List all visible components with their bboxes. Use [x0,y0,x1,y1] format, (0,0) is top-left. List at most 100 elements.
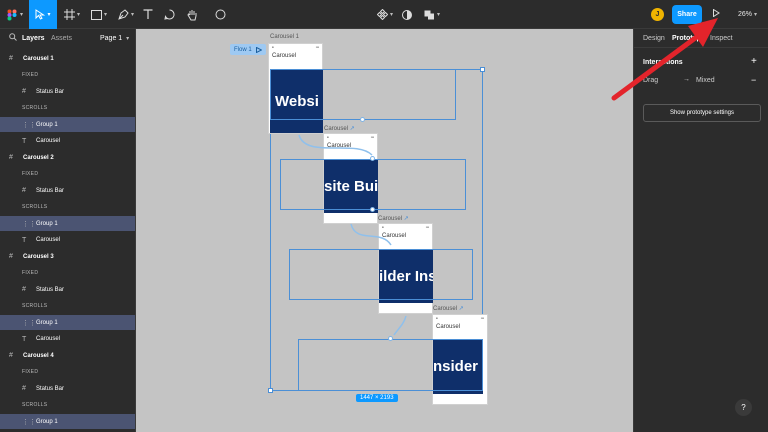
present-button[interactable] [713,8,720,19]
carousel-banner-2[interactable]: site Buil [324,159,378,213]
avatar[interactable]: J [651,8,664,21]
text-tool-button[interactable] [140,0,156,29]
contrast-icon [402,9,412,20]
connection-node[interactable] [388,336,393,341]
layer-row-section: SCROLLS [0,299,135,314]
layer-row-label: Carousel 2 [23,154,54,161]
connection-node[interactable] [370,207,375,212]
frame-label[interactable]: Carousel ↗ [433,306,464,312]
prototype-connections [298,134,407,336]
interaction-action[interactable]: Mixed [696,77,715,84]
add-interaction-button[interactable]: + [751,56,757,67]
boolean-icon [424,10,434,19]
frame-label[interactable]: Carousel 1 [270,34,300,40]
layer-row-label: SCROLLS [22,303,48,309]
connection-node[interactable] [360,117,365,122]
boolean-button[interactable]: ▾ [421,0,443,29]
comment-tool-button[interactable] [161,0,177,29]
layer-row-label: Status Bar [36,88,65,95]
tab-assets[interactable]: Assets [51,35,73,42]
frame-icon: # [22,187,26,194]
status-bar: ●▪▪▪ [327,135,374,139]
layer-row-item[interactable]: #Status Bar [0,381,135,396]
main-menu-button[interactable]: ▾ [0,0,29,29]
components-button[interactable]: ▾ [374,0,396,29]
layer-row-item[interactable]: #Status Bar [0,282,135,297]
status-bar: ●▪▪▪ [436,316,484,320]
group-icon: ⋮⋮ [22,319,36,327]
frame-icon: # [9,55,13,62]
connection-node[interactable] [370,156,375,161]
annotation-arrow [611,18,718,101]
layer-row-label: Group 1 [36,121,58,128]
layer-row-frame[interactable]: #Carousel 2 [0,150,135,165]
layer-row-label: FIXED [22,72,39,78]
pen-tool-button[interactable]: ▾ [113,0,139,29]
resize-handle[interactable] [268,388,273,393]
comment-bubble-button[interactable] [212,0,228,29]
search-icon[interactable] [9,33,17,43]
layer-row-label: Group 1 [36,319,58,326]
page-selector[interactable]: Page 1 ▾ [100,35,130,42]
group-icon: ⋮⋮ [22,418,36,426]
group-icon: ⋮⋮ [22,121,36,129]
layer-row-frame[interactable]: #Carousel 1 [0,51,135,66]
layer-row-frame[interactable]: #Carousel 4 [0,348,135,363]
layer-row-item[interactable]: # Status Bar [0,84,135,99]
tab-prototype[interactable]: Prototype [672,35,705,42]
frame-label[interactable]: Carousel ↗ [324,126,355,132]
layer-row-label: Carousel [36,336,61,342]
move-tool-button[interactable]: ▾ [29,0,57,29]
layer-row-section: FIXED [0,167,135,182]
show-prototype-settings-button[interactable]: Show prototype settings [643,104,761,122]
text-icon: T [22,236,27,244]
carousel-title: Carousel [436,324,461,330]
status-bar: ●▪▪▪ [272,45,319,49]
comment-icon [163,9,175,20]
properties-panel: Design Prototype Inspect Interactions + … [633,29,768,432]
zoom-dropdown[interactable]: 26% ▾ [738,11,758,18]
layer-row-section: SCROLLS [0,398,135,413]
layer-row-frame[interactable]: #Carousel 3 [0,249,135,264]
carousel-banner-1[interactable]: Websi [270,69,323,133]
layer-row-section: SCROLLS [0,200,135,215]
tab-design[interactable]: Design [643,35,665,42]
remove-interaction-button[interactable]: − [751,75,757,85]
layer-row-section: FIXED [0,68,135,83]
mask-button[interactable] [400,0,414,29]
canvas[interactable]: Carousel 1 Flow 1 ●▪▪▪ Carousel Websi Ca… [136,29,633,432]
carousel-banner-3[interactable]: ilder Ins [379,249,433,303]
layer-row-group[interactable]: ⋮⋮Group 1 [0,117,135,132]
interaction-trigger[interactable]: Drag [643,77,659,84]
frame-icon: # [22,88,26,95]
play-icon [255,46,262,53]
frame-icon: # [9,253,13,260]
share-button[interactable]: Share [672,5,702,24]
frame-tool-button[interactable]: ▾ [60,0,84,29]
layer-row-item[interactable]: #Status Bar [0,183,135,198]
resize-handle[interactable] [480,67,485,72]
layer-row-label: FIXED [22,171,39,177]
tab-layers[interactable]: Layers [22,35,45,42]
shape-tool-button[interactable]: ▾ [86,0,112,29]
flow-starting-point[interactable]: Flow 1 [230,44,266,55]
hand-tool-button[interactable] [183,0,201,29]
help-button[interactable]: ? [735,399,752,416]
layer-row-group[interactable]: ⋮⋮Group 1 [0,414,135,429]
scroll-group-bounds[interactable] [289,249,473,300]
zoom-level: 26% [738,11,753,18]
panel-tabs: Design Prototype Inspect [634,29,768,48]
layer-row-label: Carousel [36,138,61,144]
frame-icon: # [22,385,26,392]
carousel-title: Carousel [382,233,407,239]
carousel-banner-4[interactable]: nsider [433,339,483,394]
chat-bubble-icon [215,9,225,20]
frame-label[interactable]: Carousel ↗ [378,216,409,222]
tab-inspect[interactable]: Inspect [710,35,733,42]
layer-row-group[interactable]: ⋮⋮Group 1 [0,315,135,330]
figma-menu-icon [7,9,17,20]
layer-row-group[interactable]: ⋮⋮Group 1 [0,216,135,231]
